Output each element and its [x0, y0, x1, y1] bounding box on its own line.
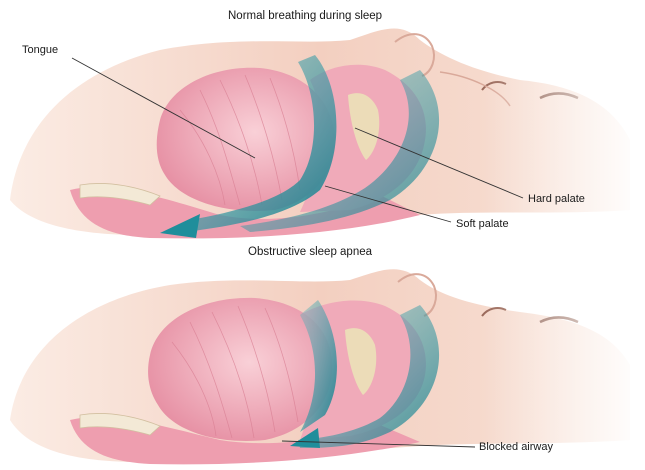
sleep-apnea-caption: Obstructive sleep apnea [248, 246, 372, 258]
hard-palate-label: Hard palate [528, 193, 585, 205]
blocked-airway-label: Blocked airway [479, 441, 553, 453]
normal-breathing-caption: Normal breathing during sleep [228, 10, 382, 22]
soft-palate-label: Soft palate [456, 218, 509, 230]
sleep-apnea-panel [0, 260, 645, 470]
tongue-label: Tongue [22, 44, 58, 56]
